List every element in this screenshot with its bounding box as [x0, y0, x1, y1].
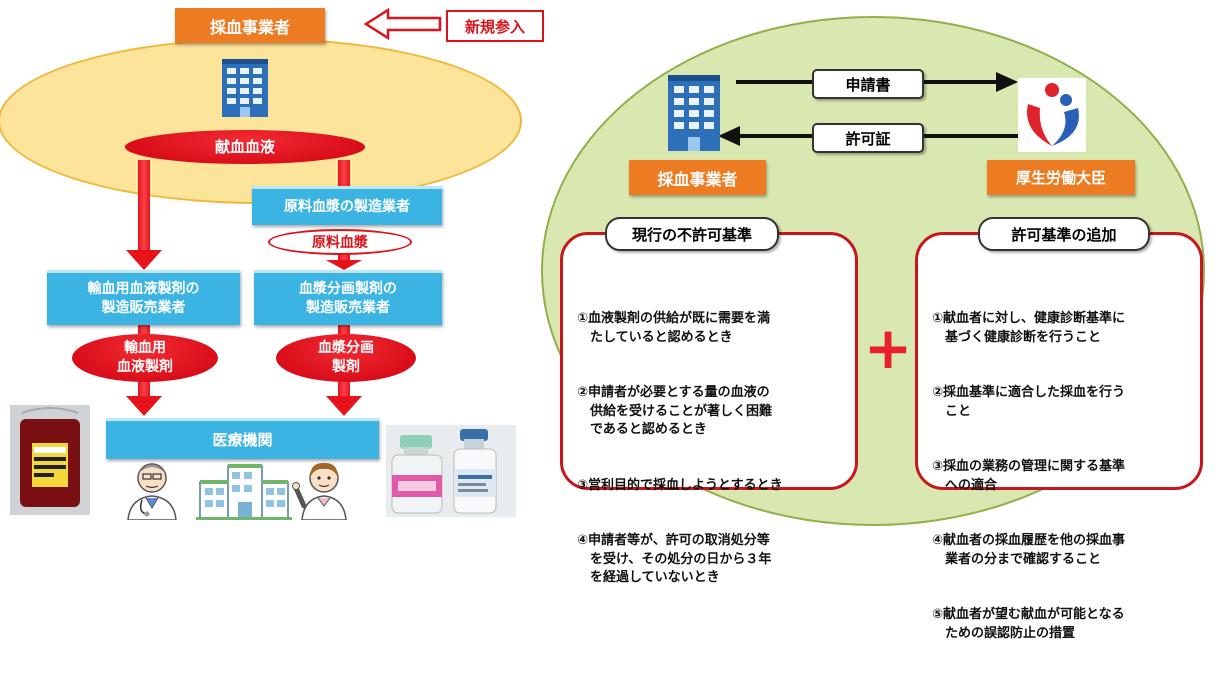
application-arrow-head	[996, 72, 1018, 92]
doctor-icon	[127, 463, 177, 520]
hospital-building-icon	[196, 464, 292, 520]
transfusion-maker-box: 輸血用血液製剤の 製造販売業者	[47, 270, 240, 325]
plasma-manufacturer-box: 原料血漿の製造業者	[252, 186, 442, 225]
raw-plasma-ellipse: 原料血漿	[268, 229, 412, 255]
criteria-item: ③採血の業務の管理に関する基準 への適合	[932, 459, 1126, 493]
new-entry-arrow	[363, 7, 442, 41]
criteria-item: ②申請者が必要とする量の血液の 供給を受けることが著しく困難 であると認めるとき	[577, 385, 773, 437]
permit-label: 許可証	[812, 123, 924, 153]
transfusion-product-ellipse: 輸血用 血液製剤	[72, 334, 218, 382]
mhlw-logo-icon	[1018, 78, 1086, 152]
collector-box: 採血事業者	[175, 8, 325, 43]
arrow-head	[126, 396, 162, 416]
criteria-item: ④献血者の採血履歴を他の採血事 業者の分まで確認すること	[932, 533, 1126, 567]
criteria-item: ②採血基準に適合した採血を行う こと	[932, 385, 1126, 419]
medicine-vials-photo	[386, 425, 516, 517]
permit-arrow-head	[718, 126, 740, 146]
criteria-item: ④申請者等が、許可の取消処分等 を受け、その処分の日から３年 を経過していないと…	[577, 533, 772, 585]
fraction-maker-box: 血漿分画製剤の 製造販売業者	[254, 270, 442, 325]
donated-blood-ellipse: 献血血液	[125, 130, 365, 164]
criteria-item: ⑤献血者が望む献血が可能となる ための誤認防止の措置	[932, 607, 1125, 641]
added-criteria-list: ①献血者に対し、健康診断基準に 基づく健康診断を行うこと ②採血基準に適合した採…	[932, 273, 1125, 680]
criteria-item: ①血液製剤の供給が既に需要を満 たしていると認めるとき	[577, 311, 771, 345]
fraction-product-ellipse: 血漿分画 製剤	[276, 334, 416, 382]
arrow-head	[326, 396, 362, 416]
added-criteria-title: 許可基準の追加	[978, 217, 1150, 251]
building-icon	[668, 75, 720, 151]
arrow-head	[126, 250, 162, 270]
arrow-shaft	[138, 160, 150, 258]
building-icon	[222, 59, 268, 117]
medical-institution-box: 医療機関	[106, 418, 379, 459]
blood-bag-photo	[10, 405, 90, 515]
nurse-icon	[292, 462, 347, 520]
new-entry-box: 新規参入	[446, 10, 544, 42]
current-criteria-list: ①血液製剤の供給が既に需要を満 たしていると認めるとき ②申請者が必要とする量の…	[577, 273, 783, 625]
current-criteria-title: 現行の不許可基準	[605, 217, 779, 251]
application-label: 申請書	[812, 69, 924, 99]
criteria-item: ③営利目的で採血しようとするとき	[577, 477, 783, 493]
plus-sign: +	[863, 314, 913, 382]
collector-box-right: 採血事業者	[629, 160, 766, 195]
added-criteria-panel: ①献血者に対し、健康診断基準に 基づく健康診断を行うこと ②採血基準に適合した採…	[915, 232, 1203, 641]
minister-box: 厚生労働大臣	[987, 160, 1135, 195]
arrow-shaft	[338, 160, 350, 188]
current-criteria-panel: ①血液製剤の供給が既に需要を満 たしていると認めるとき ②申請者が必要とする量の…	[560, 232, 858, 585]
criteria-item: ①献血者に対し、健康診断基準に 基づく健康診断を行うこと	[932, 311, 1126, 345]
arrow-head	[326, 260, 362, 270]
